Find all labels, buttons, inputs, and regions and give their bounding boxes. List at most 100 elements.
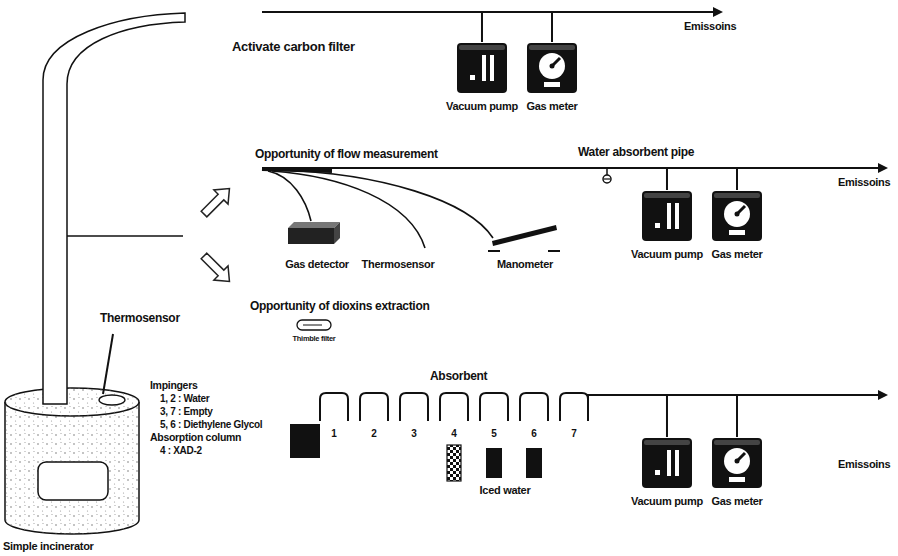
impinger: [360, 393, 388, 421]
pipe-line: [262, 11, 482, 13]
callout-number: 3: [411, 428, 416, 439]
pump-symbol: [457, 43, 507, 93]
part-label: Activate carbon filter: [232, 40, 355, 54]
part-label: Absorbent: [430, 370, 487, 383]
part-label: Iced water: [480, 484, 531, 496]
node-label: Vacuum pump: [631, 248, 703, 260]
gas-detector-symbol: [334, 222, 340, 244]
callout-number: 5: [491, 428, 496, 439]
manometer-symbol: [492, 225, 557, 246]
thermosensor-probe: [103, 334, 113, 394]
node-label: Vacuum pump: [446, 100, 518, 112]
pump-symbol: [642, 191, 692, 241]
thimble-filter-drawing: [297, 320, 331, 330]
manometer-symbol: [488, 250, 560, 252]
pipe-connector: [667, 168, 737, 190]
arrowhead: [878, 390, 888, 400]
node-label: Gas meter: [711, 495, 762, 507]
ice-bath: [526, 448, 542, 478]
branch-line: [67, 235, 183, 237]
part-label: Thermosensor: [362, 258, 435, 270]
pump-symbol: [642, 438, 692, 488]
arrowhead: [878, 163, 888, 173]
branch-arrows: [197, 181, 237, 288]
note-line: 5, 6 : Diethylene Glycol: [160, 419, 262, 430]
gas-meter: Gas meter: [526, 42, 578, 112]
impinger-train: [290, 390, 888, 481]
vacuum-pump: Vacuum pump: [631, 437, 703, 507]
callout-number: 6: [531, 428, 536, 439]
meter-icon: [526, 42, 578, 94]
xad-column: [447, 445, 461, 481]
meter-icon: [711, 190, 763, 242]
note-line: 4 : XAD-2: [160, 445, 202, 456]
pipe-line: [737, 394, 879, 396]
fire-door: [38, 462, 108, 500]
ice-bath: [486, 448, 502, 478]
vacuum-pump: Vacuum pump: [631, 190, 703, 260]
callout-number: 2: [371, 428, 376, 439]
incinerator-drawing: [5, 13, 185, 534]
pump-icon: [641, 190, 693, 242]
impinger: [520, 393, 548, 421]
impinger: [400, 393, 428, 421]
pipe-connector: [667, 395, 737, 437]
impinger: [440, 393, 468, 421]
figure-caption: Simple incinerator: [3, 540, 94, 552]
part-label: Thermosensor: [100, 312, 180, 325]
middle-train: [262, 163, 888, 251]
outlet-label: Emissoins: [838, 458, 890, 470]
callout-number: 1: [331, 428, 336, 439]
impinger: [320, 393, 348, 421]
valve-symbol: [603, 175, 611, 183]
node-label: Gas meter: [711, 248, 762, 260]
incinerator-top-texture: [5, 388, 139, 416]
section-label: Opportunity of flow measurement: [255, 148, 438, 161]
hollow-arrow: [197, 249, 237, 289]
vacuum-pump: Vacuum pump: [446, 42, 518, 112]
valve-symbol: [604, 178, 610, 179]
incinerator-body: [5, 402, 139, 534]
filter-holder: [290, 424, 320, 458]
note-heading: Impingers: [150, 380, 197, 392]
gas-meter: Gas meter: [711, 190, 763, 260]
pump-icon: [456, 42, 508, 94]
part-label: Manometer: [497, 258, 553, 270]
gas-detector-symbol: [288, 222, 340, 228]
incinerator-top: [5, 388, 139, 416]
section-label: Opportunity of dioxins extraction: [250, 300, 429, 313]
chimney: [43, 13, 185, 404]
node-label: Gas meter: [526, 100, 577, 112]
note-line: 3, 7 : Empty: [160, 406, 213, 417]
note-line: 1, 2 : Water: [160, 393, 209, 404]
note-heading: Absorption column: [150, 432, 241, 444]
pump-icon: [641, 437, 693, 489]
meter-icon: [711, 437, 763, 489]
callout-number: 4: [451, 428, 456, 439]
gas-meter: Gas meter: [711, 437, 763, 507]
incinerator-hole: [99, 395, 125, 405]
outlet-label: Emissoins: [838, 176, 890, 188]
arrowhead: [713, 7, 723, 17]
hollow-arrow: [197, 181, 237, 221]
impinger: [560, 393, 588, 421]
sensor-tube: [268, 171, 311, 221]
sensor-tube: [272, 171, 425, 248]
incinerator-texture: [5, 402, 139, 534]
thimble-filter-symbol: [297, 320, 331, 330]
pipe-line: [552, 11, 714, 13]
sensor-tube: [278, 170, 493, 238]
outlet-label: Emissoins: [684, 20, 736, 32]
meter-symbol: [527, 43, 577, 93]
part-label: Water absorbent pipe: [578, 146, 694, 159]
gas-detector-symbol: [288, 228, 334, 244]
meter-symbol: [712, 438, 762, 488]
pipe-connector: [482, 12, 552, 42]
node-label: Vacuum pump: [631, 495, 703, 507]
impinger: [480, 393, 508, 421]
callout-number: 7: [571, 428, 576, 439]
pipe-line: [588, 395, 667, 400]
part-label: Gas detector: [285, 258, 349, 270]
